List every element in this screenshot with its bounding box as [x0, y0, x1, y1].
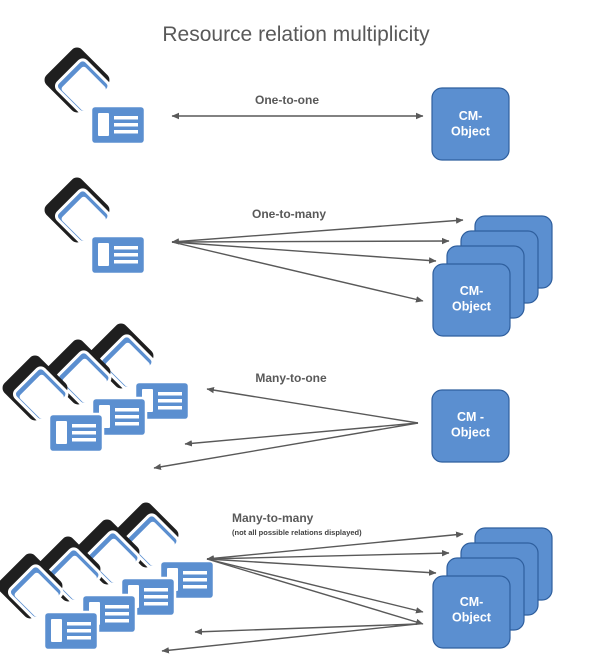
- relation-arrow: [171, 241, 424, 303]
- relation-arrow: [171, 217, 464, 245]
- relation-arrow: [171, 237, 450, 245]
- relation-arrow: [161, 623, 418, 654]
- relation-label: One-to-one: [255, 93, 319, 107]
- relation-arrow: [206, 549, 450, 560]
- relation-arrow: [206, 531, 464, 562]
- cm-object-label: CM -Object: [451, 410, 491, 440]
- cm-object-label: CM-Object: [452, 284, 492, 314]
- relation-arrow: [206, 558, 437, 576]
- row-one-to-many: One-to-many CM-Object: [40, 173, 553, 337]
- relation-arrow: [206, 558, 424, 614]
- relation-arrow: [206, 558, 424, 626]
- row-many-to-many: Many-to-many (not all possible relations…: [0, 498, 553, 654]
- row-many-to-one: Many-to-one CM -Object: [0, 319, 510, 470]
- relation-note: (not all possible relations displayed): [232, 528, 362, 537]
- relation-arrow: [206, 386, 419, 424]
- cm-object-box: [432, 263, 511, 337]
- cm-object-box: [431, 87, 510, 161]
- relation-label: Many-to-one: [255, 371, 327, 385]
- row-one-to-one: One-to-one CM-Object: [40, 43, 510, 161]
- relation-arrow: [153, 422, 419, 470]
- cm-object-label-line: Object: [451, 426, 491, 440]
- resource-icon: [40, 43, 147, 146]
- cm-object-box: [431, 389, 510, 463]
- cm-object-box: [432, 575, 511, 649]
- relation-arrow: [184, 422, 419, 447]
- cm-object-label: CM-Object: [451, 109, 491, 139]
- cm-object-label-line: Object: [452, 611, 492, 625]
- cm-object-label-line: Object: [452, 300, 492, 314]
- diagram-title: Resource relation multiplicity: [162, 23, 430, 46]
- relation-label: Many-to-many: [232, 511, 314, 525]
- relation-arrow: [194, 623, 418, 635]
- cm-object-label-line: Object: [451, 125, 491, 139]
- cm-object-label: CM-Object: [452, 595, 492, 625]
- relation-arrow: [171, 241, 437, 264]
- resource-icon: [40, 173, 147, 276]
- relation-label: One-to-many: [252, 207, 326, 221]
